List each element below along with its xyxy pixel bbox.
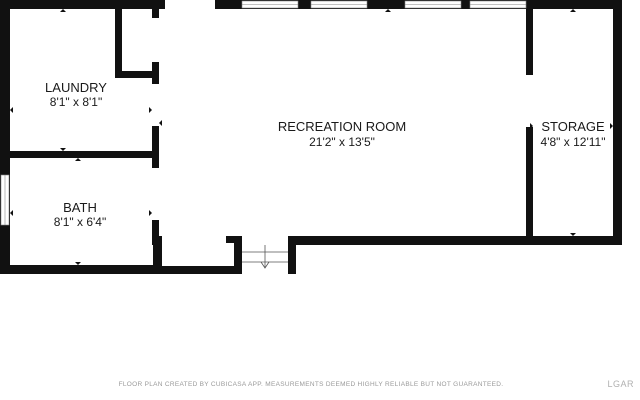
- closet-left-wall: [115, 0, 122, 78]
- nook-right-wall: [234, 236, 242, 274]
- bath-label: BATH: [63, 200, 97, 215]
- dimension-ticks: [10, 9, 613, 265]
- step-wall-left: [153, 236, 162, 274]
- rec-bottom-wall: [288, 236, 622, 245]
- recreation-room-dimensions: 21'2" x 13'5": [309, 135, 375, 149]
- storage-label: STORAGE: [541, 119, 605, 134]
- entry-opening: [242, 266, 288, 274]
- disclaimer-text: FLOOR PLAN CREATED BY CUBICASA APP. MEAS…: [118, 381, 504, 388]
- nook-opening: [162, 236, 226, 243]
- openings: [152, 0, 533, 274]
- storage-door-opening: [526, 75, 533, 127]
- right-wall: [613, 0, 622, 245]
- left-wall: [0, 0, 10, 274]
- entry-right-wall: [288, 236, 296, 274]
- top-door-opening: [165, 0, 215, 9]
- storage-dimensions: 4'8" x 12'11": [541, 135, 606, 149]
- bath-bottom-wall: [0, 265, 160, 274]
- laundry-label: LAUNDRY: [45, 80, 107, 95]
- closet-bottom-wall: [115, 71, 159, 78]
- laundry-dimensions: 8'1" x 8'1": [50, 95, 102, 109]
- watermark-text: LGAR: [607, 379, 634, 389]
- bath-dimensions: 8'1" x 6'4": [54, 215, 106, 229]
- laundry-door-opening: [152, 84, 159, 126]
- recreation-room-label: RECREATION ROOM: [278, 119, 406, 134]
- room-labels: LAUNDRY 8'1" x 8'1" BATH 8'1" x 6'4" REC…: [45, 80, 605, 229]
- entry-steps: [242, 245, 288, 269]
- laundry-bath-wall: [0, 151, 159, 158]
- windows: [0, 0, 527, 226]
- nook-bottom-wall: [153, 266, 242, 274]
- rec-upper-opening: [152, 18, 159, 62]
- bath-door-opening: [152, 168, 159, 220]
